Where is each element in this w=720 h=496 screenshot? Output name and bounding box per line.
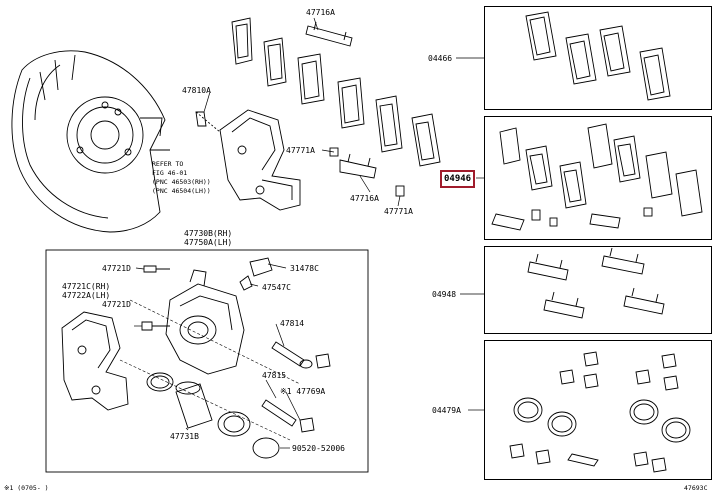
diagram-code: 47693C bbox=[684, 484, 708, 492]
callout-90520[interactable]: 90520-52006 bbox=[292, 444, 345, 453]
footnote: ※1 (0705- ) bbox=[4, 484, 49, 492]
callout-47716A-top[interactable]: 47716A bbox=[306, 8, 335, 17]
refer-note-line1: REFER TO bbox=[152, 160, 184, 168]
kit-04466-contents bbox=[525, 11, 671, 101]
callout-31478C[interactable]: 31478C bbox=[290, 264, 319, 273]
callout-47716A-bottom[interactable]: 47716A bbox=[350, 194, 379, 203]
kit-label-04479[interactable]: 04479A bbox=[432, 406, 461, 415]
kit-panel-04948 bbox=[484, 246, 712, 334]
kit-panel-04479 bbox=[484, 340, 712, 480]
kit-04479-contents bbox=[509, 351, 691, 473]
caliper-box bbox=[45, 249, 369, 473]
callout-47750A[interactable]: 47750A(LH) bbox=[184, 238, 233, 247]
callout-47721D-top[interactable]: 47721D bbox=[102, 264, 131, 273]
callout-47721D-mid[interactable]: 47721D bbox=[102, 300, 131, 309]
callout-47721C[interactable]: 47721C(RH) bbox=[62, 282, 111, 291]
kit-04948-contents bbox=[527, 247, 665, 319]
callout-47769A[interactable]: ※1 47769A bbox=[280, 387, 326, 396]
kit-label-04466[interactable]: 04466 bbox=[428, 54, 453, 63]
callout-47815[interactable]: 47815 bbox=[262, 371, 287, 380]
refer-note-line3: (PNC 46503(RH)) bbox=[152, 178, 211, 186]
kit-label-04946-highlighted[interactable]: 04946 bbox=[440, 170, 476, 188]
kit-04946-contents bbox=[491, 123, 703, 231]
callout-47814[interactable]: 47814 bbox=[280, 319, 305, 328]
kit-label-04948[interactable]: 04948 bbox=[432, 290, 457, 299]
kit-panel-04946 bbox=[484, 116, 712, 240]
kit-panel-04466 bbox=[484, 6, 712, 110]
dust-shield bbox=[11, 50, 170, 233]
callout-47771A-left[interactable]: 47771A bbox=[286, 146, 315, 155]
callout-47810A[interactable]: 47810A bbox=[182, 86, 211, 95]
callout-47547C[interactable]: 47547C bbox=[262, 283, 291, 292]
callout-47730B[interactable]: 47730B(RH) bbox=[184, 229, 233, 238]
brake-pads-top bbox=[231, 17, 441, 167]
caliper-mount-top bbox=[195, 109, 405, 211]
callout-47771A-bottom[interactable]: 47771A bbox=[384, 207, 413, 216]
refer-note-line4: (PNC 46504(LH)) bbox=[152, 187, 211, 195]
refer-note-line2: FIG 46-01 bbox=[152, 169, 188, 177]
leader-lines bbox=[134, 17, 484, 449]
callout-47731B[interactable]: 47731B bbox=[170, 432, 199, 441]
caliper-parts bbox=[61, 257, 331, 459]
callout-47722A[interactable]: 47722A(LH) bbox=[62, 291, 111, 300]
